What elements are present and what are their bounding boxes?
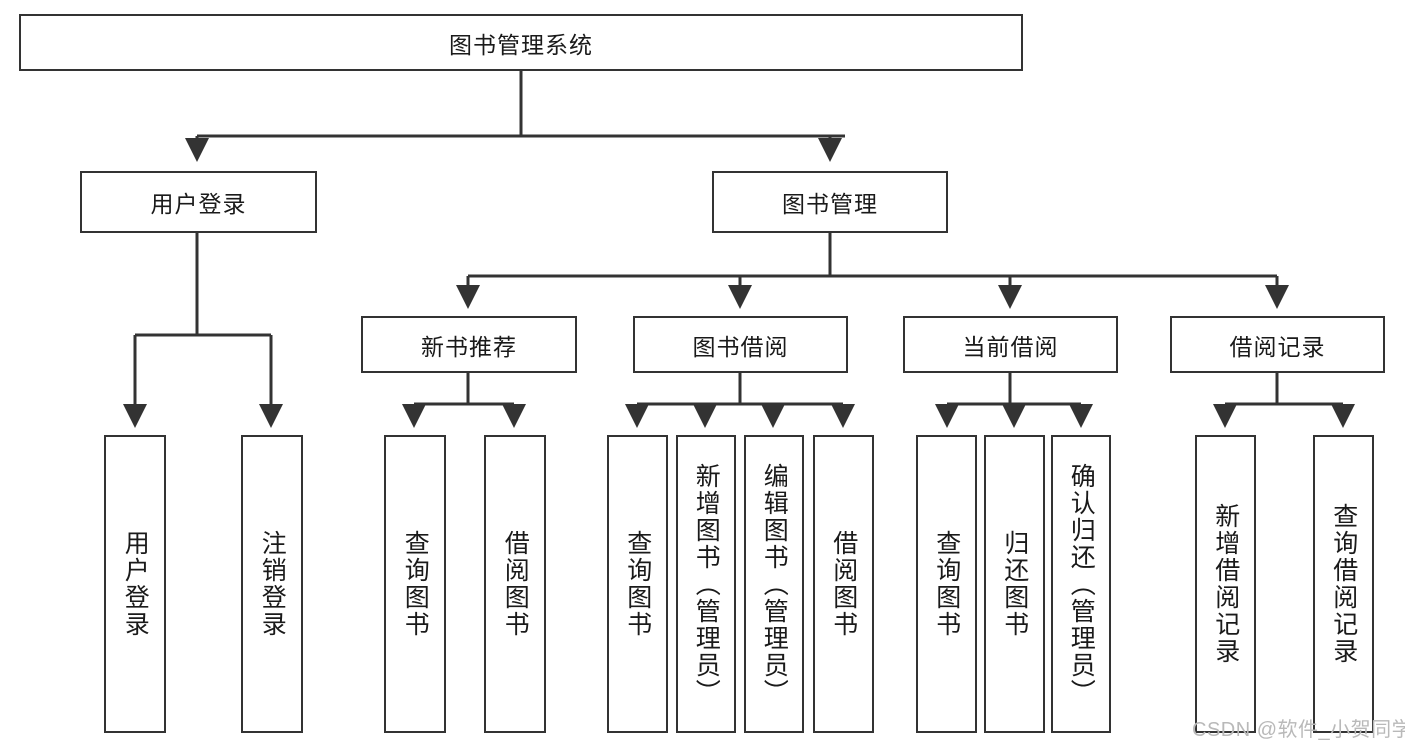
leaf-label: 编辑图书（管理员）: [760, 462, 789, 706]
leaf-user-login[interactable]: 用户登录: [104, 435, 166, 733]
leaf-return-book[interactable]: 归还图书: [984, 435, 1045, 733]
leaf-borrow-book-new[interactable]: 借阅图书: [484, 435, 546, 733]
node-root-system[interactable]: 图书管理系统: [19, 14, 1023, 71]
leaf-label: 查询图书: [623, 530, 652, 638]
leaf-label: 用户登录: [121, 530, 150, 638]
leaf-label: 注销登录: [258, 530, 287, 638]
leaf-confirm-return-admin[interactable]: 确认归还（管理员）: [1051, 435, 1111, 733]
leaf-label: 借阅图书: [829, 530, 858, 638]
leaf-borrow-book-borrow[interactable]: 借阅图书: [813, 435, 874, 733]
leaf-label: 查询图书: [932, 530, 961, 638]
leaf-label: 新增图书（管理员）: [692, 462, 721, 706]
leaf-label: 借阅图书: [501, 530, 530, 638]
leaf-query-book-new[interactable]: 查询图书: [384, 435, 446, 733]
leaf-edit-book-admin[interactable]: 编辑图书（管理员）: [744, 435, 804, 733]
leaf-add-borrow-record[interactable]: 新增借阅记录: [1195, 435, 1256, 733]
node-book-borrow[interactable]: 图书借阅: [633, 316, 848, 373]
node-user-login[interactable]: 用户登录: [80, 171, 317, 233]
leaf-label: 查询借阅记录: [1329, 503, 1358, 665]
leaf-query-book-borrow[interactable]: 查询图书: [607, 435, 668, 733]
leaf-label: 查询图书: [401, 530, 430, 638]
leaf-label: 归还图书: [1000, 530, 1029, 638]
node-current-borrow[interactable]: 当前借阅: [903, 316, 1118, 373]
watermark-text: CSDN @软件_小贺同学: [1192, 719, 1405, 741]
node-borrow-record[interactable]: 借阅记录: [1170, 316, 1385, 373]
node-new-book-recommend[interactable]: 新书推荐: [361, 316, 577, 373]
leaf-query-borrow-record[interactable]: 查询借阅记录: [1313, 435, 1374, 733]
node-book-management[interactable]: 图书管理: [712, 171, 948, 233]
leaf-add-book-admin[interactable]: 新增图书（管理员）: [676, 435, 736, 733]
leaf-label: 确认归还（管理员）: [1067, 462, 1096, 706]
leaf-label: 新增借阅记录: [1211, 503, 1240, 665]
leaf-query-book-current[interactable]: 查询图书: [916, 435, 977, 733]
leaf-user-logout[interactable]: 注销登录: [241, 435, 303, 733]
